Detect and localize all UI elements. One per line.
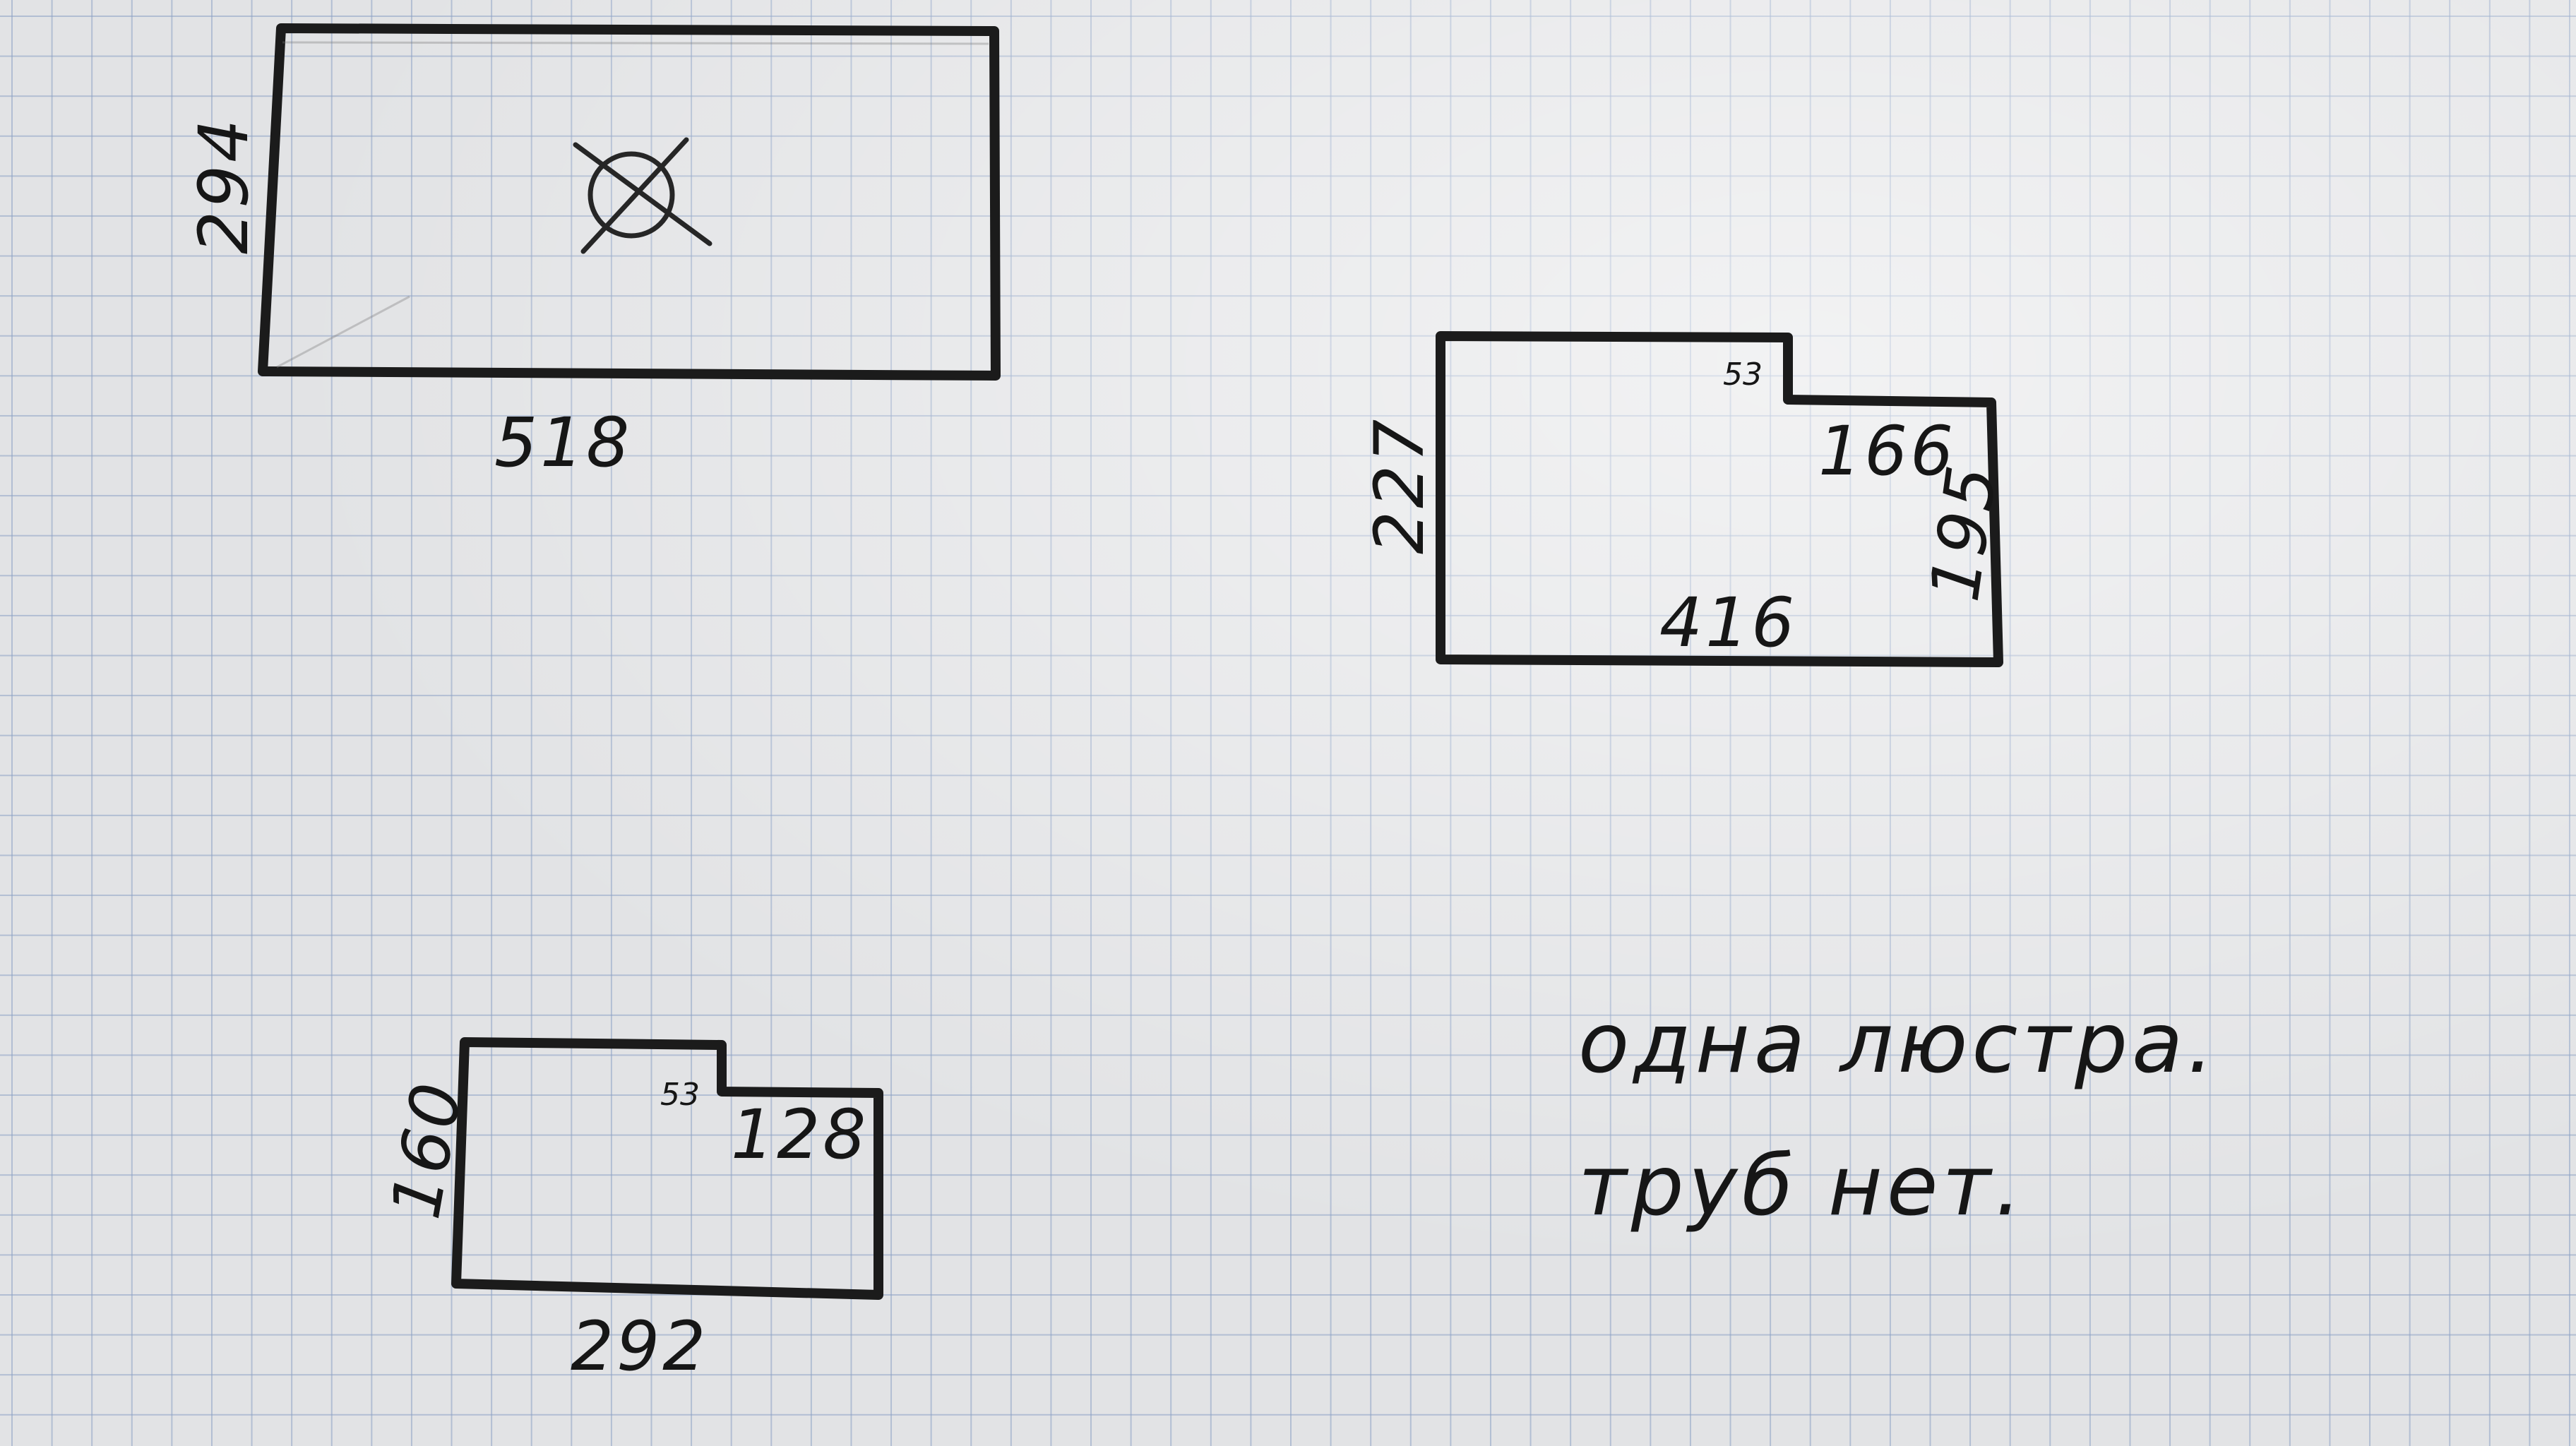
- room-1-faint-diagonal: [276, 295, 410, 369]
- room-2-upper-width-label: 166: [1818, 412, 1956, 491]
- room-3-bottom-width-label: 292: [571, 1307, 708, 1386]
- light-cross-line-b: [580, 137, 689, 254]
- room-2-height-label: 227: [1360, 417, 1439, 554]
- light-circle: [588, 151, 675, 239]
- room-1: 294 518: [184, 23, 1001, 482]
- room-3-notch-label: 53: [660, 1077, 700, 1113]
- room-1-outline: [258, 23, 1001, 381]
- room-2-outline: [1436, 331, 2003, 667]
- ceiling-light-icon: [573, 137, 712, 254]
- note-line-1: одна люстра.: [1578, 994, 2218, 1092]
- room-1-inner-line: [282, 41, 989, 45]
- room-3: 53 128 160 292: [376, 1037, 883, 1386]
- room-3-outline: [451, 1037, 883, 1300]
- room-2-bottom-width-label: 416: [1659, 583, 1797, 662]
- room-2-right-height-label: 195: [1915, 458, 2012, 606]
- light-cross-line-a: [573, 142, 712, 246]
- room-2: 53 166 227 195 416: [1360, 331, 2012, 667]
- handwritten-notes: одна люстра. труб нет.: [1578, 994, 2218, 1234]
- room-3-upper-width-label: 128: [731, 1095, 869, 1174]
- room-1-width-label: 518: [494, 403, 632, 482]
- note-line-2: труб нет.: [1578, 1137, 2026, 1234]
- room-2-notch-label: 53: [1723, 357, 1763, 393]
- room-1-height-label: 294: [184, 116, 263, 254]
